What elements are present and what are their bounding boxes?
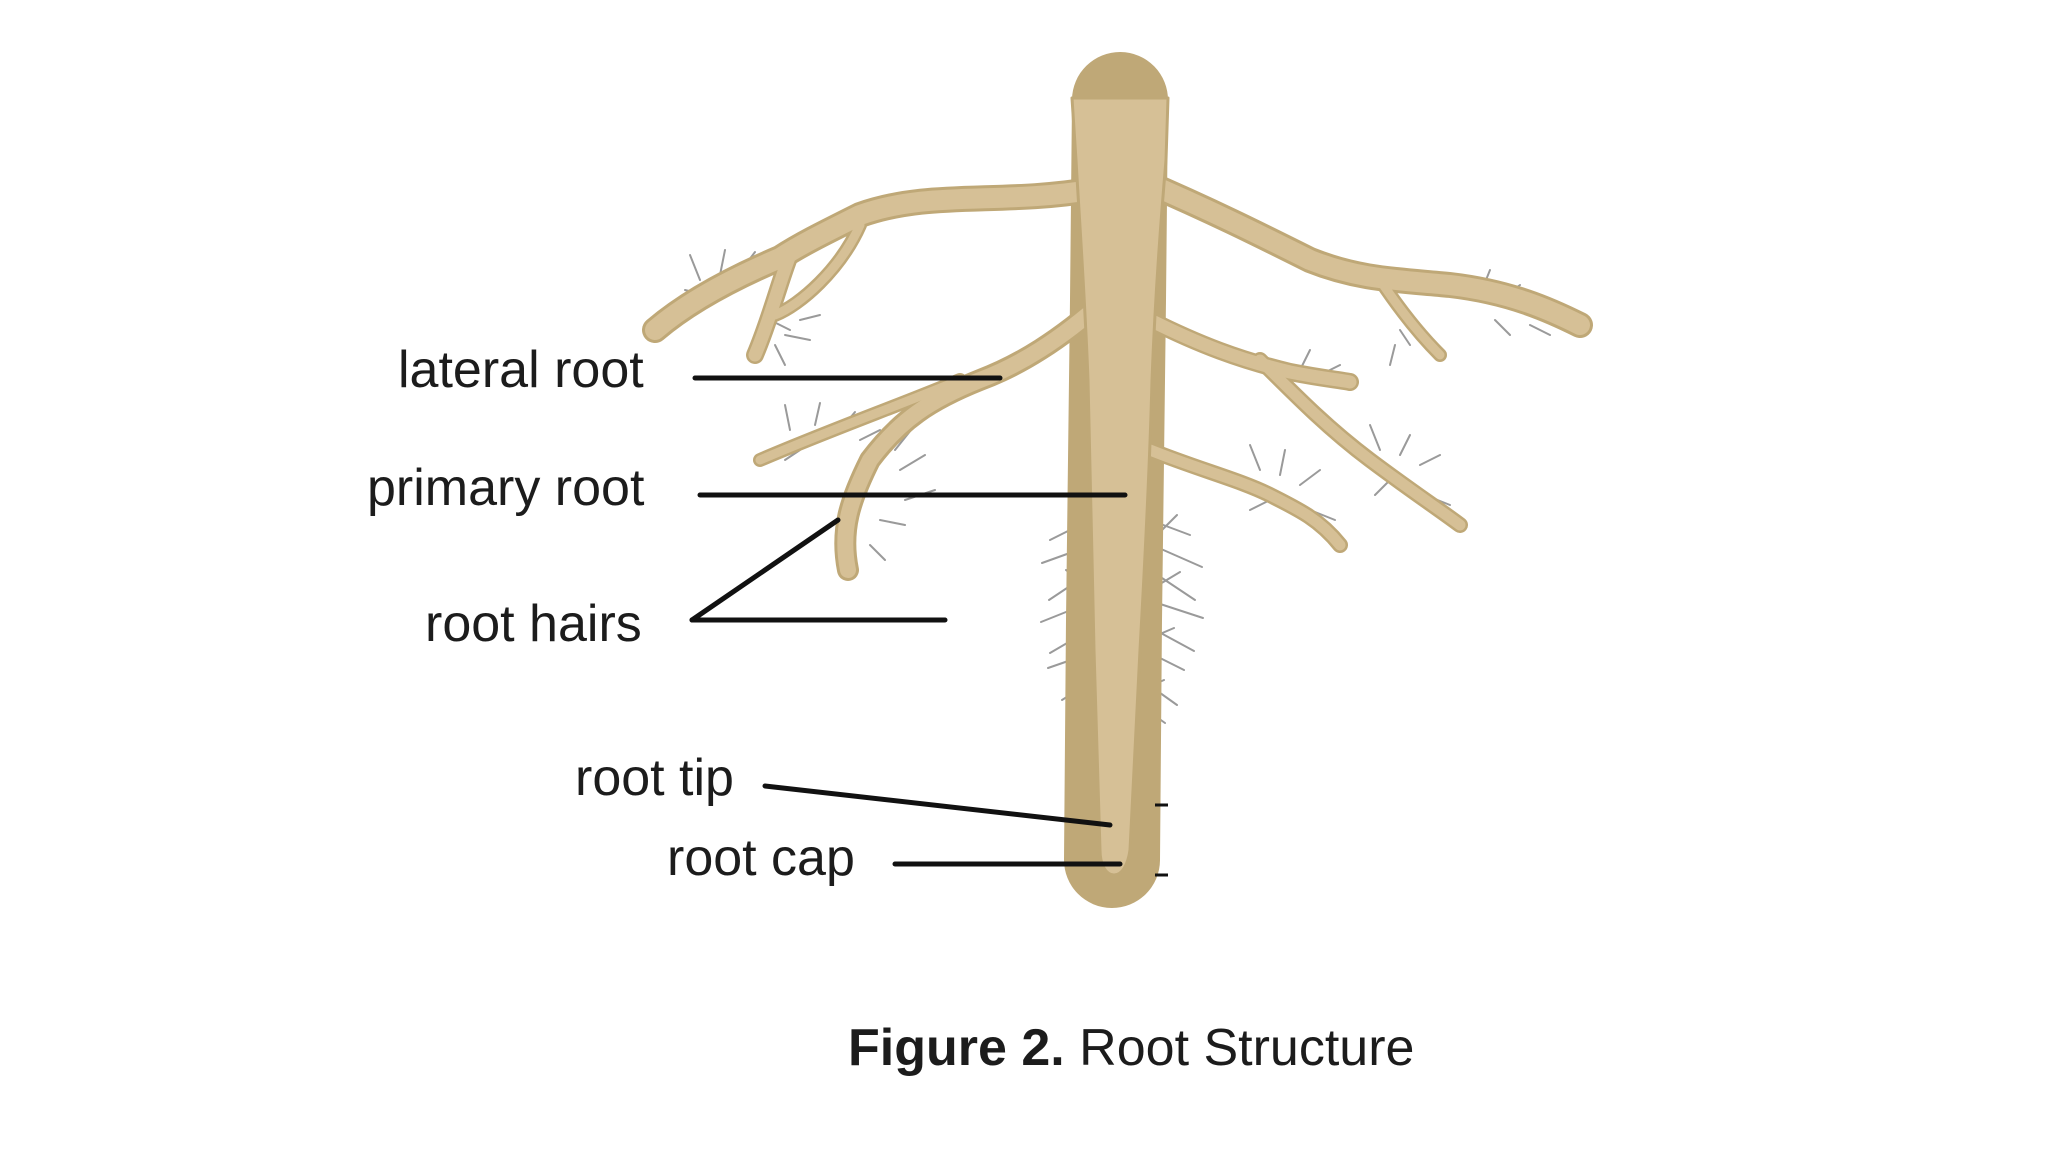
root-hairs-leader-upper [689, 517, 841, 623]
root-hairs-label: root hairs [425, 595, 642, 653]
roots-group [642, 52, 1593, 908]
primary-root-label: primary root [367, 459, 645, 517]
figure-number: Figure 2. [848, 1019, 1065, 1077]
root-tip-leader [762, 783, 1113, 828]
figure-caption: Figure 2. Root Structure [848, 1018, 1414, 1078]
figure-title: Root Structure [1079, 1019, 1415, 1077]
root-tip-label: root tip [575, 749, 734, 807]
lateral-root-label: lateral root [398, 341, 644, 399]
tip-markers [1155, 803, 1168, 877]
root-cap-label: root cap [667, 829, 855, 887]
